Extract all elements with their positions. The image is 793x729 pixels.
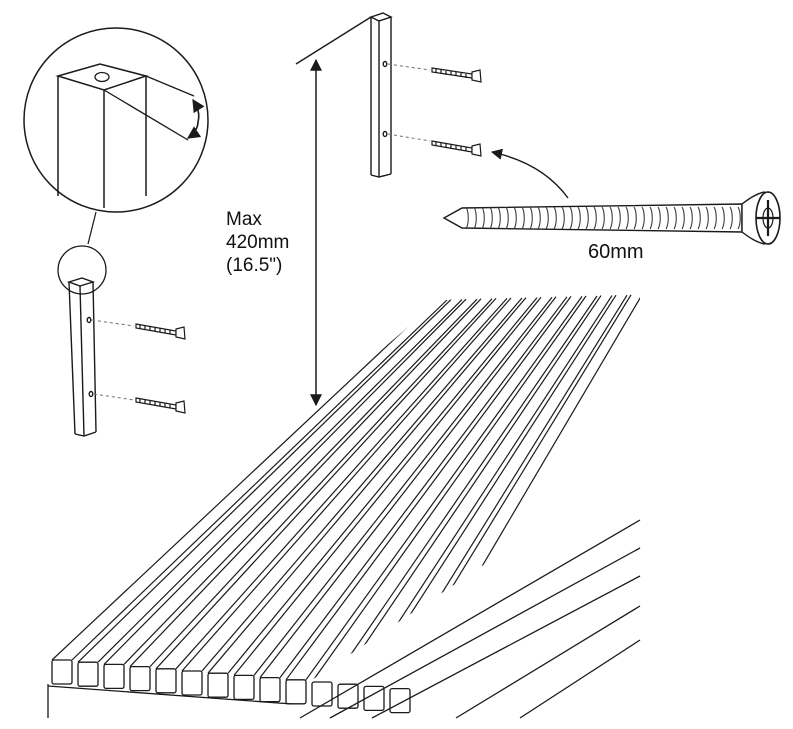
height-label-line3: (16.5") [226, 255, 283, 276]
screw-icon [431, 140, 482, 157]
magnifier-target-circle [57, 245, 107, 295]
lower-screw-guides [91, 319, 135, 401]
screw-length-label: 60mm [588, 241, 644, 263]
upper-screw-guides [387, 63, 431, 142]
bench-frame [47, 519, 641, 719]
height-label: Max 420mm (16.5") [226, 208, 289, 277]
magnifier-connector [87, 211, 97, 245]
large-screw [442, 191, 781, 245]
screw-icon [135, 323, 186, 340]
arrow-icon [490, 148, 569, 199]
bench-top [47, 294, 641, 719]
magnifier-detail [23, 27, 209, 213]
height-label-line1: Max [226, 209, 262, 230]
upper-post [295, 12, 393, 178]
screw-icon [135, 397, 186, 414]
lower-post [66, 277, 97, 437]
screw-icon [431, 67, 482, 83]
height-label-line2: 420mm [226, 232, 290, 253]
